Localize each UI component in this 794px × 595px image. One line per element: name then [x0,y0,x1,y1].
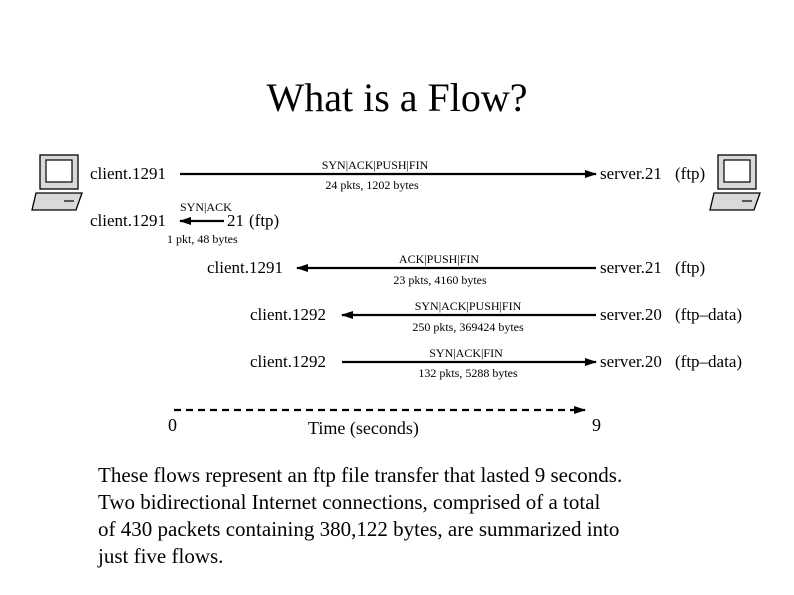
flow-2-stats: 1 pkt, 48 bytes [167,232,238,246]
flow-1-flags: SYN|ACK|PUSH|FIN [322,158,429,172]
caption-line-4: just five flows. [98,543,738,570]
flow-2-service: (ftp) [249,211,279,230]
flow-3-stats: 23 pkts, 4160 bytes [393,273,487,287]
flow-3-flags: ACK|PUSH|FIN [399,252,479,266]
flow-1: client.1291 SYN|ACK|PUSH|FIN 24 pkts, 12… [90,158,705,192]
time-axis-start: 0 [168,415,177,435]
flow-4-server: server.20 [600,305,662,324]
flow-4: client.1292 SYN|ACK|PUSH|FIN 250 pkts, 3… [250,299,742,334]
flow-4-service: (ftp–data) [675,305,742,324]
server-computer-icon [710,155,760,210]
flow-1-service: (ftp) [675,164,705,183]
caption-line-2: Two bidirectional Internet connections, … [98,489,738,516]
flow-1-client: client.1291 [90,164,166,183]
flow-diagram: client.1291 SYN|ACK|PUSH|FIN 24 pkts, 12… [0,0,794,460]
flow-2-server: 21 [227,211,244,230]
flow-4-stats: 250 pkts, 369424 bytes [412,320,524,334]
client-computer-icon [32,155,82,210]
time-axis: 0 Time (seconds) 9 [168,410,601,439]
flow-5-client: client.1292 [250,352,326,371]
flow-5: client.1292 SYN|ACK|FIN 132 pkts, 5288 b… [250,346,742,380]
flow-5-stats: 132 pkts, 5288 bytes [418,366,518,380]
flow-3-server: server.21 [600,258,662,277]
flow-5-server: server.20 [600,352,662,371]
flow-4-flags: SYN|ACK|PUSH|FIN [415,299,522,313]
caption-line-1: These flows represent an ftp file transf… [98,462,738,489]
time-axis-label: Time (seconds) [308,418,419,439]
time-axis-end: 9 [592,415,601,435]
flow-2-flags: SYN|ACK [180,200,232,214]
flow-3-client: client.1291 [207,258,283,277]
caption-line-3: of 430 packets containing 380,122 bytes,… [98,516,738,543]
flow-5-service: (ftp–data) [675,352,742,371]
caption: These flows represent an ftp file transf… [98,462,738,570]
flow-4-client: client.1292 [250,305,326,324]
flow-1-server: server.21 [600,164,662,183]
flow-2: SYN|ACK client.1291 21 (ftp) 1 pkt, 48 b… [90,200,279,246]
flow-3: client.1291 ACK|PUSH|FIN 23 pkts, 4160 b… [207,252,705,287]
flow-1-stats: 24 pkts, 1202 bytes [325,178,419,192]
flow-3-service: (ftp) [675,258,705,277]
flow-5-flags: SYN|ACK|FIN [429,346,503,360]
flow-2-client: client.1291 [90,211,166,230]
